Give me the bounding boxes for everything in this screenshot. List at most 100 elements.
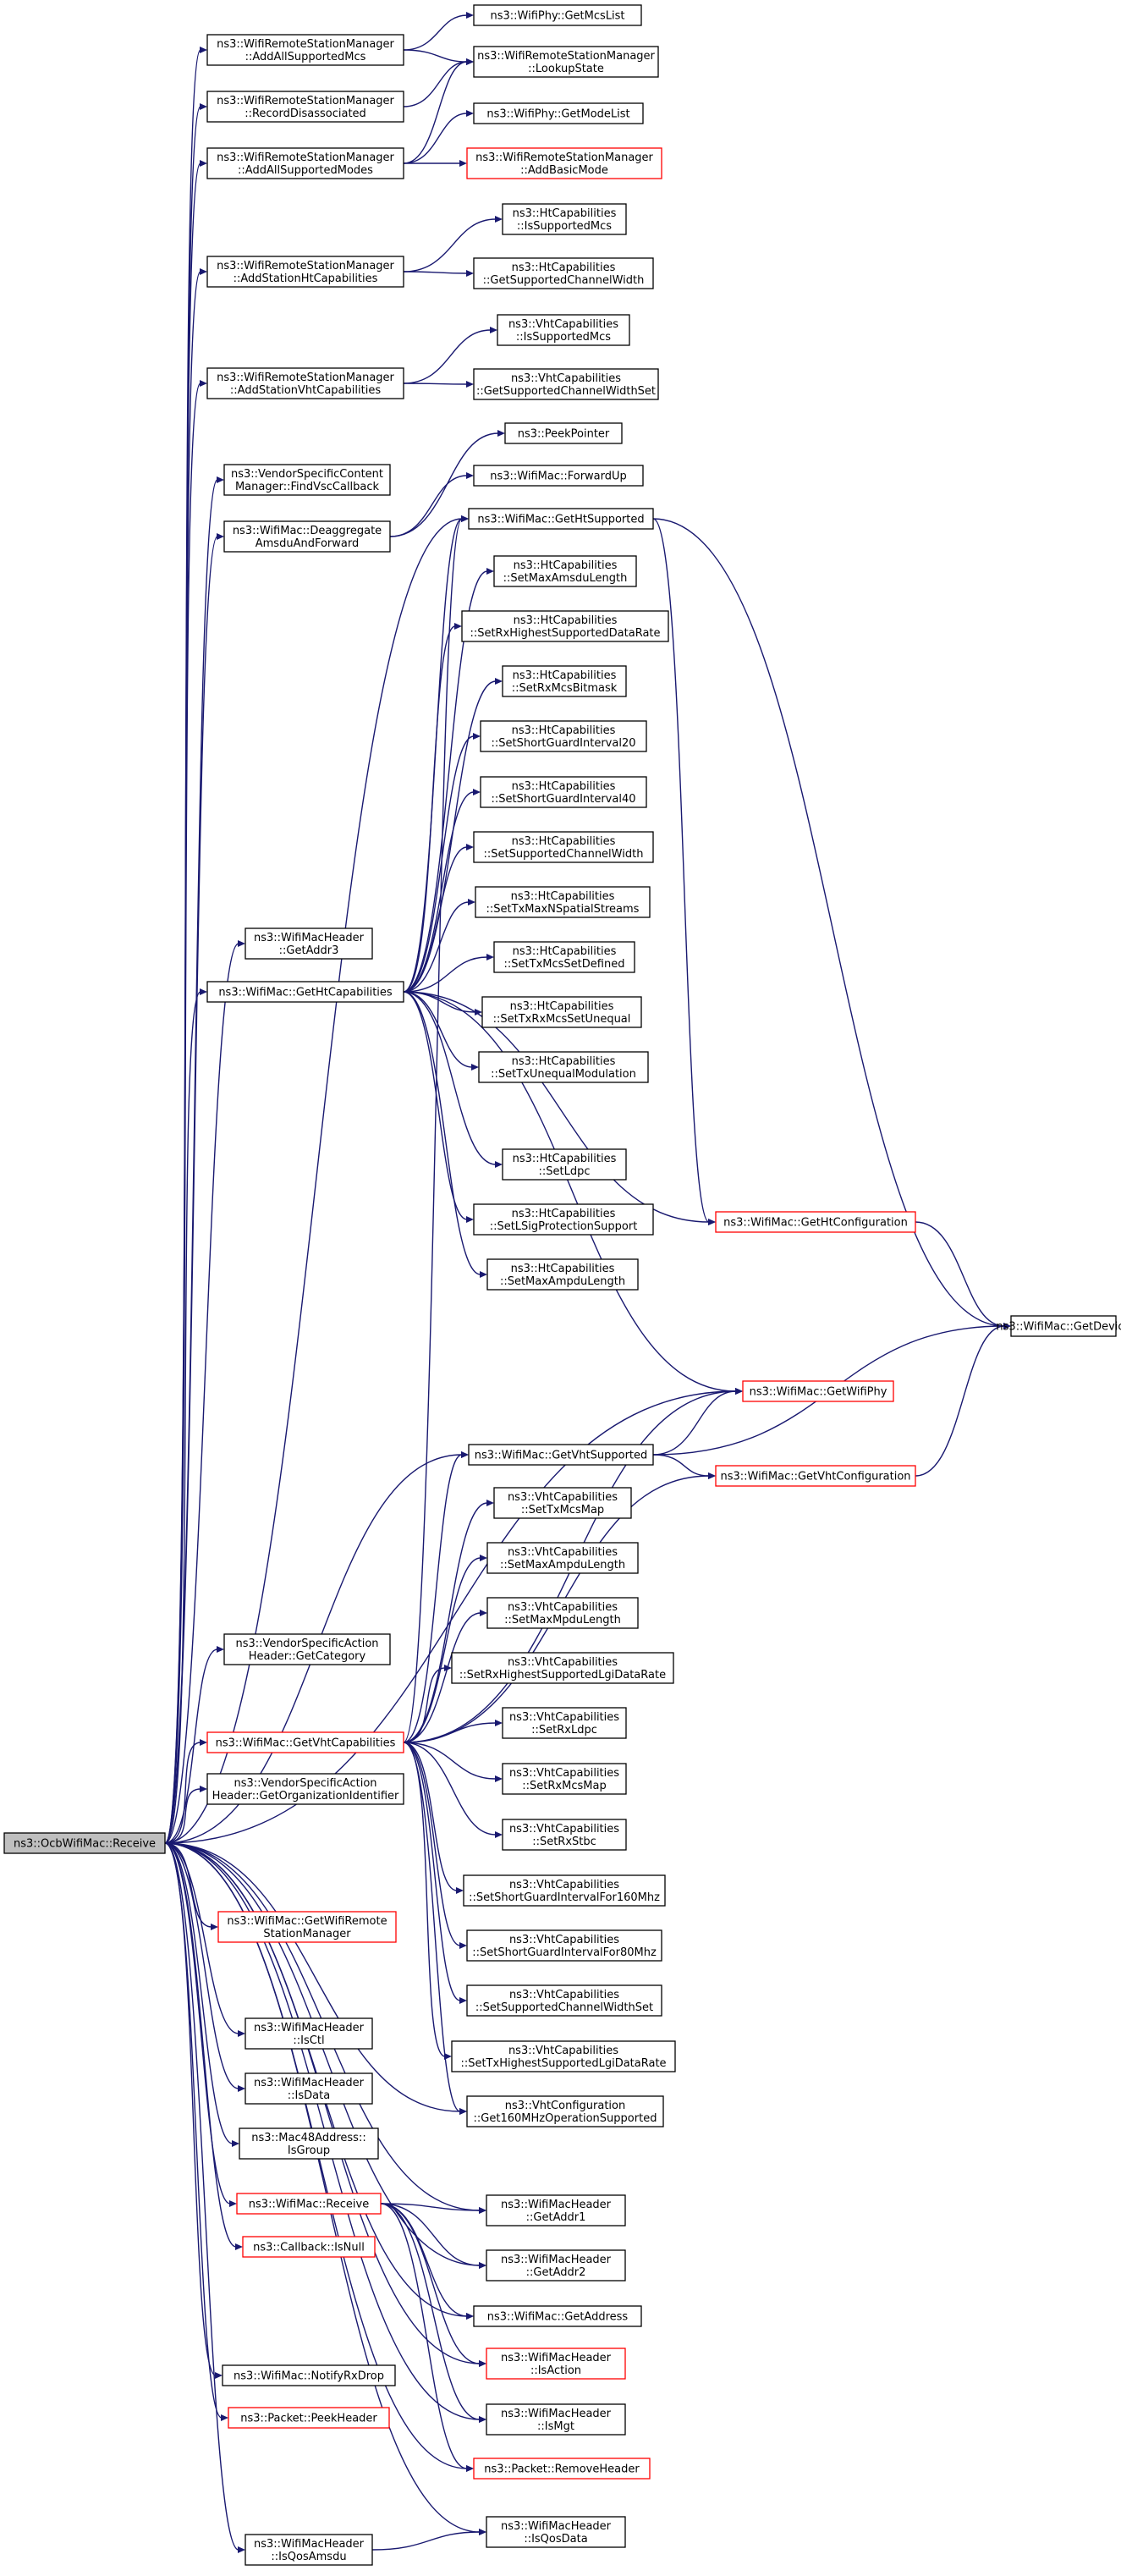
arrowhead: [490, 327, 497, 333]
call-edge: [164, 1742, 201, 1844]
call-edge: [652, 1390, 737, 1456]
function-node-addAllModes[interactable]: ns3::WifiRemoteStationManager::AddAllSup…: [206, 147, 404, 179]
node-box: [245, 2072, 373, 2105]
function-node-htSetSgi40[interactable]: ns3::HtCapabilities::SetShortGuardInterv…: [480, 776, 647, 808]
function-node-vhtSetRxLdpc[interactable]: ns3::VhtCapabilities::SetRxLdpc: [502, 1707, 627, 1739]
node-box: [502, 1763, 627, 1795]
function-node-vsaGetCategory[interactable]: ns3::VendorSpecificActionHeader::GetCate…: [223, 1633, 391, 1665]
node-box: [206, 1731, 404, 1753]
function-node-isGroup[interactable]: ns3::Mac48Address::IsGroup: [239, 2127, 379, 2160]
call-edge: [164, 1842, 212, 1928]
function-node-getAddress[interactable]: ns3::WifiMac::GetAddress: [473, 2305, 642, 2327]
function-node-getWifiPhy[interactable]: ns3::WifiMac::GetWifiPhy: [742, 1380, 894, 1402]
function-node-getDevice[interactable]: ns3::WifiMac::GetDevice: [996, 1315, 1121, 1337]
function-node-htGetSupCw[interactable]: ns3::HtCapabilities::GetSupportedChannel…: [473, 257, 654, 289]
arrowhead: [479, 2416, 486, 2423]
function-node-vhtSetRxMcsMap[interactable]: ns3::VhtCapabilities::SetRxMcsMap: [502, 1763, 627, 1795]
function-node-getHtCaps[interactable]: ns3::WifiMac::GetHtCapabilities: [206, 981, 404, 1003]
function-node-getModeList[interactable]: ns3::WifiPhy::GetModeList: [473, 102, 644, 124]
arrowhead: [486, 568, 494, 575]
function-node-htSetRxHighest[interactable]: ns3::HtCapabilities::SetRxHighestSupport…: [461, 610, 669, 642]
function-node-isAction[interactable]: ns3::WifiMacHeader::IsAction: [486, 2348, 626, 2380]
call-edge: [164, 991, 201, 1844]
node-box: [206, 147, 404, 179]
function-node-isQosAmsdu[interactable]: ns3::WifiMacHeader::IsQosAmsdu: [245, 2534, 373, 2566]
node-label: ns3::HtCapabilities: [513, 1153, 617, 1165]
function-node-htSetSupCw[interactable]: ns3::HtCapabilities::SetSupportedChannel…: [473, 831, 654, 863]
function-node-vhtGetSupCws[interactable]: ns3::VhtCapabilities::GetSupportedChanne…: [473, 368, 659, 400]
function-node-htSetTxRxUnequal[interactable]: ns3::HtCapabilities::SetTxRxMcsSetUnequa…: [481, 996, 642, 1028]
function-node-vhtSetTxMcsMap[interactable]: ns3::VhtCapabilities::SetTxMcsMap: [493, 1487, 632, 1519]
function-node-getAddr3[interactable]: ns3::WifiMacHeader::GetAddr3: [245, 927, 373, 960]
function-node-vhtConfGet160[interactable]: ns3::VhtConfiguration::Get160MHzOperatio…: [466, 2095, 664, 2127]
function-node-addBasicMode[interactable]: ns3::WifiRemoteStationManager::AddBasicM…: [466, 147, 662, 179]
arrowhead: [444, 2053, 452, 2060]
function-node-getAddr1[interactable]: ns3::WifiMacHeader::GetAddr1: [486, 2194, 626, 2226]
function-node-vsaGetOrgId[interactable]: ns3::VendorSpecificActionHeader::GetOrga…: [206, 1773, 404, 1805]
function-node-htSetLdpc[interactable]: ns3::HtCapabilities::SetLdpc: [502, 1148, 627, 1181]
function-node-getVhtConfig[interactable]: ns3::WifiMac::GetVhtConfiguration: [715, 1465, 916, 1487]
function-node-getWifiRsm[interactable]: ns3::WifiMac::GetWifiRemoteStationManage…: [217, 1911, 397, 1943]
function-node-htSetTxMaxNss[interactable]: ns3::HtCapabilities::SetTxMaxNSpatialStr…: [475, 886, 651, 918]
function-node-getMcsList[interactable]: ns3::WifiPhy::GetMcsList: [473, 4, 642, 26]
node-label: ::IsData: [288, 2089, 330, 2102]
node-label: Header::GetOrganizationIdentifier: [212, 1790, 399, 1803]
function-node-htSetMaxAmsdu[interactable]: ns3::HtCapabilities::SetMaxAmsduLength: [493, 555, 637, 587]
function-node-wifiMacReceive[interactable]: ns3::WifiMac::Receive: [236, 2193, 382, 2215]
function-node-getVhtSupported[interactable]: ns3::WifiMac::GetVhtSupported: [468, 1444, 654, 1466]
function-node-addStaVht[interactable]: ns3::WifiRemoteStationManager::AddStatio…: [206, 367, 404, 399]
node-box: [486, 1597, 639, 1629]
node-label: ns3::VhtCapabilities: [509, 1934, 619, 1946]
function-node-getHtConfig[interactable]: ns3::WifiMac::GetHtConfiguration: [715, 1211, 916, 1233]
function-node-htSetSgi20[interactable]: ns3::HtCapabilities::SetShortGuardInterv…: [480, 720, 647, 752]
function-node-vhtSetMaxAmpdu[interactable]: ns3::VhtCapabilities::SetMaxAmpduLength: [486, 1542, 639, 1574]
function-node-isData[interactable]: ns3::WifiMacHeader::IsData: [245, 2072, 373, 2105]
arrowhead: [708, 1472, 716, 1479]
function-node-cbIsNull[interactable]: ns3::Callback::IsNull: [242, 2236, 376, 2258]
function-node-addStaHt[interactable]: ns3::WifiRemoteStationManager::AddStatio…: [206, 256, 404, 288]
function-node-getHtSupported[interactable]: ns3::WifiMac::GetHtSupported: [468, 508, 654, 530]
function-node-isMgt[interactable]: ns3::WifiMacHeader::IsMgt: [486, 2403, 626, 2436]
node-label: ns3::WifiMacHeader: [254, 2077, 365, 2089]
function-node-htSetTxUnequalMod[interactable]: ns3::HtCapabilities::SetTxUnequalModulat…: [478, 1051, 649, 1083]
function-node-removeHeader[interactable]: ns3::Packet::RemoveHeader: [473, 2458, 651, 2480]
arrowhead: [466, 2313, 474, 2320]
function-node-getAddr2[interactable]: ns3::WifiMacHeader::GetAddr2: [486, 2249, 626, 2282]
function-node-root[interactable]: ns3::OcbWifiMac::Receive: [3, 1832, 166, 1854]
call-edge: [403, 1454, 463, 1743]
function-node-htIsSupMcs[interactable]: ns3::HtCapabilities::IsSupportedMcs: [502, 203, 627, 235]
function-node-notifyRxDrop[interactable]: ns3::WifiMac::NotifyRxDrop: [222, 2364, 396, 2386]
function-node-peekHeader[interactable]: ns3::Packet::PeekHeader: [228, 2407, 390, 2429]
node-box: [466, 2095, 664, 2127]
arrowhead: [217, 533, 224, 540]
function-node-getVhtCaps[interactable]: ns3::WifiMac::GetVhtCapabilities: [206, 1731, 404, 1753]
function-node-vhtSetRxHighest[interactable]: ns3::VhtCapabilities::SetRxHighestSuppor…: [451, 1652, 674, 1684]
function-node-vhtSetRxStbc[interactable]: ns3::VhtCapabilities::SetRxStbc: [502, 1819, 627, 1851]
function-node-vhtSetMaxMpdu[interactable]: ns3::VhtCapabilities::SetMaxMpduLength: [486, 1597, 639, 1629]
function-node-forwardUp[interactable]: ns3::WifiMac::ForwardUp: [473, 465, 644, 487]
arrowhead: [495, 678, 503, 685]
function-node-isQosData[interactable]: ns3::WifiMacHeader::IsQosData: [486, 2516, 626, 2548]
function-node-addAllMcs[interactable]: ns3::WifiRemoteStationManager::AddAllSup…: [206, 34, 404, 66]
function-node-peekPointer[interactable]: ns3::PeekPointer: [504, 422, 623, 444]
function-node-findVsc[interactable]: ns3::VendorSpecificContentManager::FindV…: [223, 464, 391, 496]
call-edge: [403, 1742, 497, 1836]
node-label: ns3::HtCapabilities: [514, 559, 618, 572]
function-node-vhtIsSupMcs[interactable]: ns3::VhtCapabilities::IsSupportedMcs: [497, 314, 630, 346]
function-node-lookupState[interactable]: ns3::WifiRemoteStationManager::LookupSta…: [473, 46, 659, 78]
function-node-vhtSetTxHighest[interactable]: ns3::VhtCapabilities::SetTxHighestSuppor…: [451, 2040, 676, 2072]
function-node-vhtSetSupCws[interactable]: ns3::VhtCapabilities::SetSupportedChanne…: [466, 1984, 662, 2017]
function-node-recordDisassoc[interactable]: ns3::WifiRemoteStationManager::RecordDis…: [206, 91, 404, 123]
node-label: ns3::VhtConfiguration: [505, 2100, 625, 2112]
function-node-htSetRxMcsBitmask[interactable]: ns3::HtCapabilities::SetRxMcsBitmask: [502, 665, 627, 697]
call-edge: [403, 1742, 497, 1780]
node-label: ns3::VhtCapabilities: [509, 1767, 619, 1780]
function-node-vhtSetSgi80[interactable]: ns3::VhtCapabilities::SetShortGuardInter…: [466, 1929, 662, 1962]
arrowhead: [456, 1887, 464, 1894]
function-node-htSetTxMcsSetDef[interactable]: ns3::HtCapabilities::SetTxMcsSetDefined: [493, 941, 635, 973]
function-node-htSetMaxAmpdu[interactable]: ns3::HtCapabilities::SetMaxAmpduLength: [486, 1258, 639, 1291]
function-node-vhtSetSgi160[interactable]: ns3::VhtCapabilities::SetShortGuardInter…: [463, 1874, 666, 1907]
function-node-htSetLSig[interactable]: ns3::HtCapabilities::SetLSigProtectionSu…: [473, 1203, 654, 1236]
function-node-isCtl[interactable]: ns3::WifiMacHeader::IsCtl: [245, 2017, 373, 2050]
